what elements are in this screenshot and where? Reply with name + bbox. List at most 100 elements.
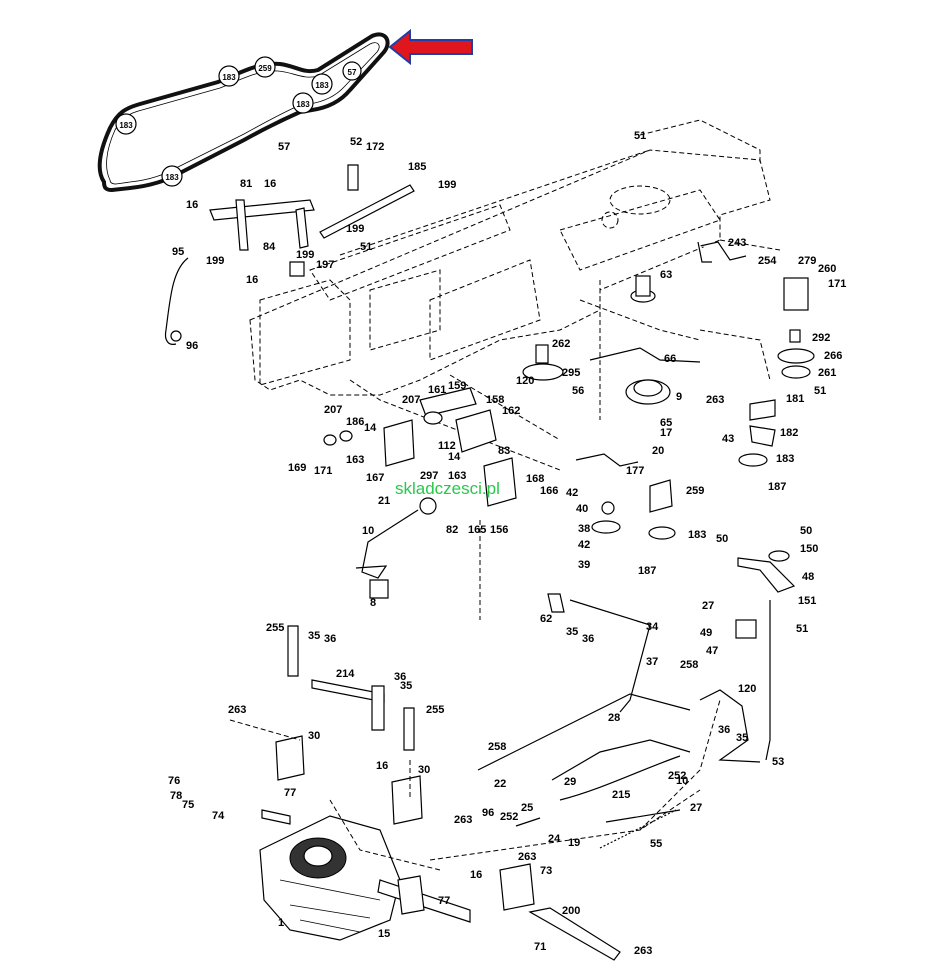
part-number-label: 96 [186,340,198,352]
part-number-label: 161 [428,384,446,396]
part-number-label: 24 [548,833,561,845]
part-number-label: 200 [562,905,580,917]
part-number-label: 77 [284,787,296,799]
part-number-label: 82 [446,524,458,536]
part-number-label: 177 [626,465,644,477]
part-number-label: 51 [634,130,646,142]
part-number-label: 19 [568,837,580,849]
part-number-label: 16 [470,869,482,881]
part-number-label: 37 [646,656,658,668]
part-number-label: 74 [212,810,225,822]
part-number-label: 165 [468,524,486,536]
part-number-label: 10 [676,775,688,787]
part-number-label: 49 [700,627,712,639]
part-number-label: 207 [324,404,342,416]
part-number-label: 252 [668,770,686,782]
part-number-label: 258 [680,659,698,671]
part-number-label: 279 [798,255,816,267]
part-number-label: 263 [228,704,246,716]
part-number-label: 1 [278,917,284,929]
part-number-label: 261 [818,367,836,379]
part-number-label: 187 [768,481,786,493]
part-number-label: 156 [490,524,508,536]
part-number-label: 56 [572,385,584,397]
part-number-label: 71 [534,941,546,953]
transaxle [259,809,471,941]
lift-linkage [164,164,415,345]
part-number-label: 63 [660,269,672,281]
pulley-label: 259 [258,64,272,73]
part-number-label: 35 [308,630,320,642]
watermark: skladczesci.pl [395,479,500,498]
part-number-label: 51 [796,623,808,635]
part-number-label: 292 [812,332,830,344]
part-number-label: 51 [360,241,372,253]
part-number-label: 185 [408,161,426,173]
part-number-label: 297 [420,470,438,482]
part-number-label: 16 [246,274,258,286]
part-number-label: 150 [800,543,818,555]
part-number-label: 36 [324,633,336,645]
part-number-label: 207 [402,394,420,406]
part-number-label: 120 [738,683,756,695]
part-number-label: 53 [772,756,784,768]
pulley-icon [254,56,276,78]
part-number-label: 258 [488,741,506,753]
part-number-label: 36 [394,671,406,683]
cross-shaft [275,625,423,825]
part-number-label: 84 [263,241,276,253]
part-number-label: 42 [566,487,578,499]
part-number-label: 186 [346,416,364,428]
part-number-label: 112 [438,440,456,452]
part-number-label: 40 [576,503,588,515]
part-number-label: 166 [540,485,558,497]
part-number-label: 295 [562,367,580,379]
belt-pulleys [115,56,362,187]
part-number-label: 51 [814,385,826,397]
pulley-icon [342,61,362,81]
part-number-label: 151 [798,595,816,607]
part-number-label: 20 [652,445,664,457]
part-number-label: 83 [498,445,510,457]
part-number-label: 57 [278,141,290,153]
part-number-label: 159 [448,380,466,392]
part-number-label: 66 [664,353,676,365]
shift-bracket [499,809,681,961]
pulley-label: 183 [296,100,310,109]
part-number-label: 73 [540,865,552,877]
part-number-label: 120 [516,375,534,387]
part-number-label: 8 [370,597,376,609]
part-number-label: 255 [266,622,284,634]
part-number-label: 25 [521,802,533,814]
part-number-label: 29 [564,776,576,788]
part-number-label: 35 [736,732,748,744]
highlight-arrow-icon [388,28,473,66]
part-number-label: 262 [552,338,570,350]
part-number-label: 35 [566,626,578,638]
part-number-label: 35 [400,680,412,692]
pulley-label: 57 [348,68,357,77]
part-number-label: 96 [482,807,494,819]
pulley-label: 183 [315,81,329,90]
brake-linkage [477,550,796,849]
part-number-label: 28 [608,712,620,724]
part-number-label: 27 [702,600,714,612]
part-number-label: 50 [716,533,728,545]
pulley-label: 183 [165,173,179,182]
part-number-label: 199 [346,223,364,235]
part-number-label: 42 [578,539,590,551]
part-number-label: 75 [182,799,194,811]
part-number-label: 36 [718,724,730,736]
part-number-label: 171 [314,465,332,477]
part-number-label: 163 [448,470,466,482]
part-number-label: 36 [582,633,594,645]
part-number-label: 168 [526,473,544,485]
part-number-label: 39 [578,559,590,571]
part-number-label: 243 [728,237,746,249]
part-number-label: 10 [362,525,374,537]
part-number-label: 199 [438,179,456,191]
part-number-label: 259 [686,485,704,497]
part-number-label: 254 [758,255,777,267]
